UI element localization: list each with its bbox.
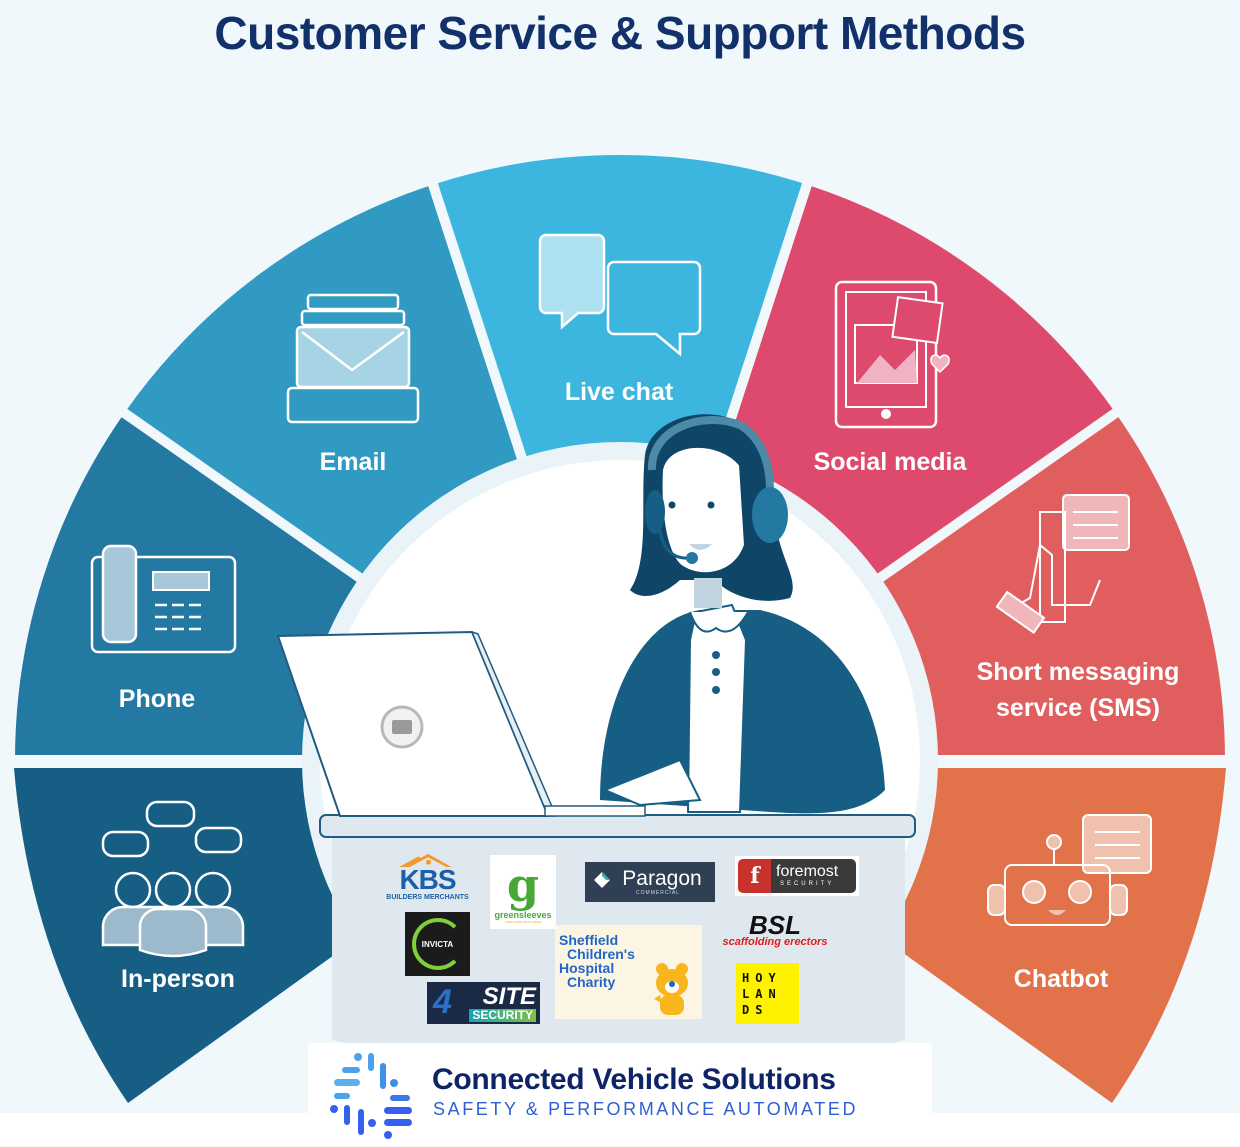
logo-invicta: INVICTA xyxy=(405,912,470,976)
hand-phone-message-icon xyxy=(995,494,1130,634)
headset-mic xyxy=(686,552,698,564)
sheffield-line: Children's xyxy=(567,946,635,962)
paragon-sub: COMMERCIAL xyxy=(636,890,680,896)
headset-earcup xyxy=(645,490,665,534)
briefcase-icon xyxy=(392,720,412,734)
chat-bubbles-icon xyxy=(538,233,702,357)
hoylands-line: DS xyxy=(742,1002,769,1017)
agent-neck xyxy=(694,578,722,608)
logo-paragon: Paragon COMMERCIAL xyxy=(585,862,715,902)
foremost-name: foremost xyxy=(776,863,839,880)
bear-mascot-icon xyxy=(654,963,688,1015)
invicta-ring: INVICTA xyxy=(411,918,464,970)
paragon-diamond-icon xyxy=(594,872,610,888)
button-dot xyxy=(712,651,720,659)
logo-bsl: BSL scaffolding erectors xyxy=(705,912,845,948)
paragon-name: Paragon xyxy=(622,867,702,890)
site4-name: SITE xyxy=(482,982,536,1010)
hoylands-line: LAN xyxy=(742,986,782,1001)
laptop-base xyxy=(544,805,646,817)
people-talking-icon xyxy=(101,800,245,958)
desk-phone-icon xyxy=(90,544,237,654)
invicta-name: INVICTA xyxy=(421,939,454,949)
tablet-social-icon xyxy=(834,280,950,429)
hoylands-line: HOY xyxy=(742,970,782,985)
bsl-sub: scaffolding erectors xyxy=(722,935,828,948)
segment-label-live-chat: Live chat xyxy=(565,378,674,406)
segment-chatbot xyxy=(885,768,1226,1103)
page-title: Customer Service & Support Methods xyxy=(214,7,1026,59)
segment-label-sms: service (SMS) xyxy=(996,694,1160,722)
email-inbox-icon xyxy=(286,293,420,424)
headset-band xyxy=(647,416,774,491)
segment-label-sms: Short messaging xyxy=(977,658,1180,686)
button-dot xyxy=(712,668,720,676)
company-name: Connected Vehicle Solutions xyxy=(432,1063,836,1096)
kbs-name: KBS xyxy=(399,864,456,895)
kbs-sub: BUILDERS MERCHANTS xyxy=(386,894,469,901)
agent-illustration xyxy=(600,414,885,814)
segment-label-in-person: In-person xyxy=(121,965,235,993)
company-tagline: SAFETY & PERFORMANCE AUTOMATED xyxy=(433,1099,859,1119)
site4-number: 4 xyxy=(433,983,452,1021)
laptop xyxy=(276,630,646,817)
bsl-name: BSL xyxy=(749,912,801,940)
foremost-sub: SECURITY xyxy=(779,881,835,887)
logo-4site-security: 4 SITE SECURITY xyxy=(427,982,540,1024)
sheffield-line: Hospital xyxy=(559,960,615,976)
logo-hoylands: HOY LAN DS xyxy=(736,963,799,1024)
site4-sub: SECURITY xyxy=(469,1008,536,1022)
segment-label-chatbot: Chatbot xyxy=(1014,965,1109,993)
segment-label-email: Email xyxy=(320,448,387,476)
segment-label-social-media: Social media xyxy=(814,448,968,476)
sheffield-line: Charity xyxy=(567,974,616,990)
robot-chat-icon xyxy=(987,814,1152,926)
logo-kbs: KBS BUILDERS MERCHANTS xyxy=(380,850,475,905)
agent-collar xyxy=(689,611,749,633)
roof-icon xyxy=(398,853,452,867)
agent-hand xyxy=(602,758,702,807)
agent-eye xyxy=(707,501,715,509)
greensleeves-name: greensleeves xyxy=(494,910,552,920)
sheffield-line: Sheffield xyxy=(559,932,619,948)
segment-label-phone: Phone xyxy=(119,685,195,713)
cvs-circuit-logo-icon xyxy=(330,1053,412,1139)
greensleeves-tagline: LAWN CARE WITH PRIDE xyxy=(504,920,542,924)
logo-foremost: f foremost SECURITY xyxy=(735,856,859,896)
logo-greensleeves: g greensleeves LAWN CARE WITH PRIDE xyxy=(490,855,556,929)
footer-brand: Connected Vehicle Solutions SAFETY & PER… xyxy=(308,1043,932,1147)
headset-earcup xyxy=(752,487,788,543)
agent-face xyxy=(660,445,747,575)
foremost-glyph: f xyxy=(750,863,760,889)
desk-top xyxy=(319,814,916,838)
logo-sheffield-childrens-hospital-charity: Sheffield Children's Hospital Charity xyxy=(555,925,702,1019)
agent-shirt xyxy=(686,603,748,813)
agent-eye xyxy=(668,501,676,509)
button-dot xyxy=(712,686,720,694)
agent-mouth xyxy=(689,544,712,550)
greensleeves-glyph: g xyxy=(506,858,540,912)
